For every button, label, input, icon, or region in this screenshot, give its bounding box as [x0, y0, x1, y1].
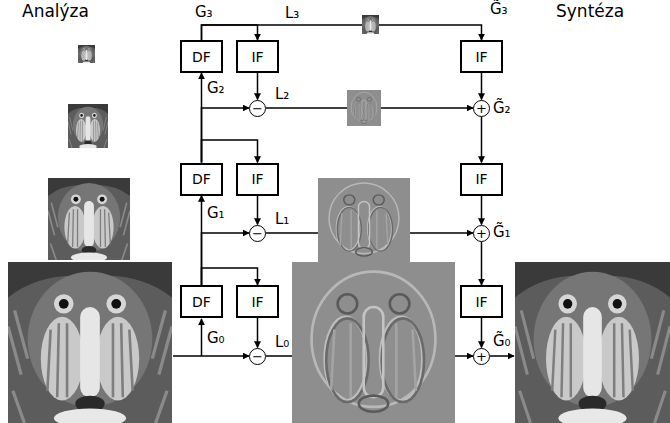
signal-name: L₁	[275, 211, 289, 228]
filter-label: IF	[251, 172, 263, 186]
interpolation-filter: IF	[236, 163, 279, 196]
signal-wire	[481, 117, 483, 163]
signal-name: L₂	[275, 86, 289, 103]
signal-wire	[202, 233, 250, 285]
pyramid-image	[68, 104, 108, 149]
reconstructed-image	[515, 262, 670, 423]
signal-name: G̃₀	[493, 333, 511, 350]
filter-label: DF	[192, 295, 211, 309]
band-image	[318, 178, 410, 262]
signal-name: G₁	[207, 205, 225, 222]
subtract-node: −	[249, 348, 266, 365]
interpolation-filter: IF	[460, 40, 503, 73]
downsample-filter: DF	[180, 285, 223, 318]
input-wire	[201, 319, 203, 356]
subtract-node: −	[249, 100, 266, 117]
operator-sign: −	[252, 102, 263, 115]
signal-wire	[202, 108, 250, 163]
signal-wire	[257, 73, 259, 100]
filter-label: IF	[251, 50, 263, 64]
signal-wire	[257, 318, 259, 348]
filter-label: DF	[192, 50, 211, 64]
filter-label: IF	[475, 172, 487, 186]
filter-label: DF	[192, 172, 211, 186]
signal-name: G₃	[195, 4, 213, 21]
operator-sign: −	[252, 350, 263, 363]
filter-label: IF	[475, 50, 487, 64]
signal-wire	[202, 268, 258, 285]
operator-sign: +	[476, 227, 487, 240]
signal-wire	[481, 318, 483, 348]
subtract-node: −	[249, 225, 266, 242]
signal-wire	[202, 25, 482, 40]
pyramid-image	[48, 178, 130, 262]
band-image	[292, 262, 455, 423]
filter-label: IF	[475, 295, 487, 309]
interpolation-filter: IF	[460, 285, 503, 318]
operator-sign: +	[476, 102, 487, 115]
input-wire	[173, 355, 249, 357]
operator-sign: −	[252, 227, 263, 240]
signal-wire	[257, 196, 259, 225]
signal-name: G₂	[207, 80, 225, 97]
signal-name: G̃₂	[493, 100, 511, 117]
signal-name: G̃₁	[493, 224, 511, 241]
operator-sign: +	[476, 350, 487, 363]
downsample-filter: DF	[180, 40, 223, 73]
add-node: +	[473, 225, 490, 242]
add-node: +	[473, 100, 490, 117]
signal-wire	[202, 25, 258, 40]
downsample-filter: DF	[180, 163, 223, 196]
signal-wire	[481, 196, 483, 225]
signal-name: L₃	[285, 5, 299, 22]
section-title: Analýza	[22, 2, 89, 22]
section-title: Syntéza	[556, 2, 624, 22]
output-wire	[490, 355, 514, 357]
band-image	[347, 90, 381, 126]
add-node: +	[473, 348, 490, 365]
interpolation-filter: IF	[236, 285, 279, 318]
pyramid-image	[78, 45, 95, 64]
signal-wire	[481, 242, 483, 286]
pyramid-image	[8, 262, 172, 423]
band-image	[362, 15, 379, 35]
signal-name: L₀	[275, 334, 289, 351]
signal-name: G₀	[207, 330, 225, 347]
signal-name: G̃₃	[490, 1, 508, 18]
filter-label: IF	[251, 295, 263, 309]
interpolation-filter: IF	[460, 163, 503, 196]
interpolation-filter: IF	[236, 40, 279, 73]
signal-wire	[202, 140, 258, 163]
signal-wire	[481, 73, 483, 100]
